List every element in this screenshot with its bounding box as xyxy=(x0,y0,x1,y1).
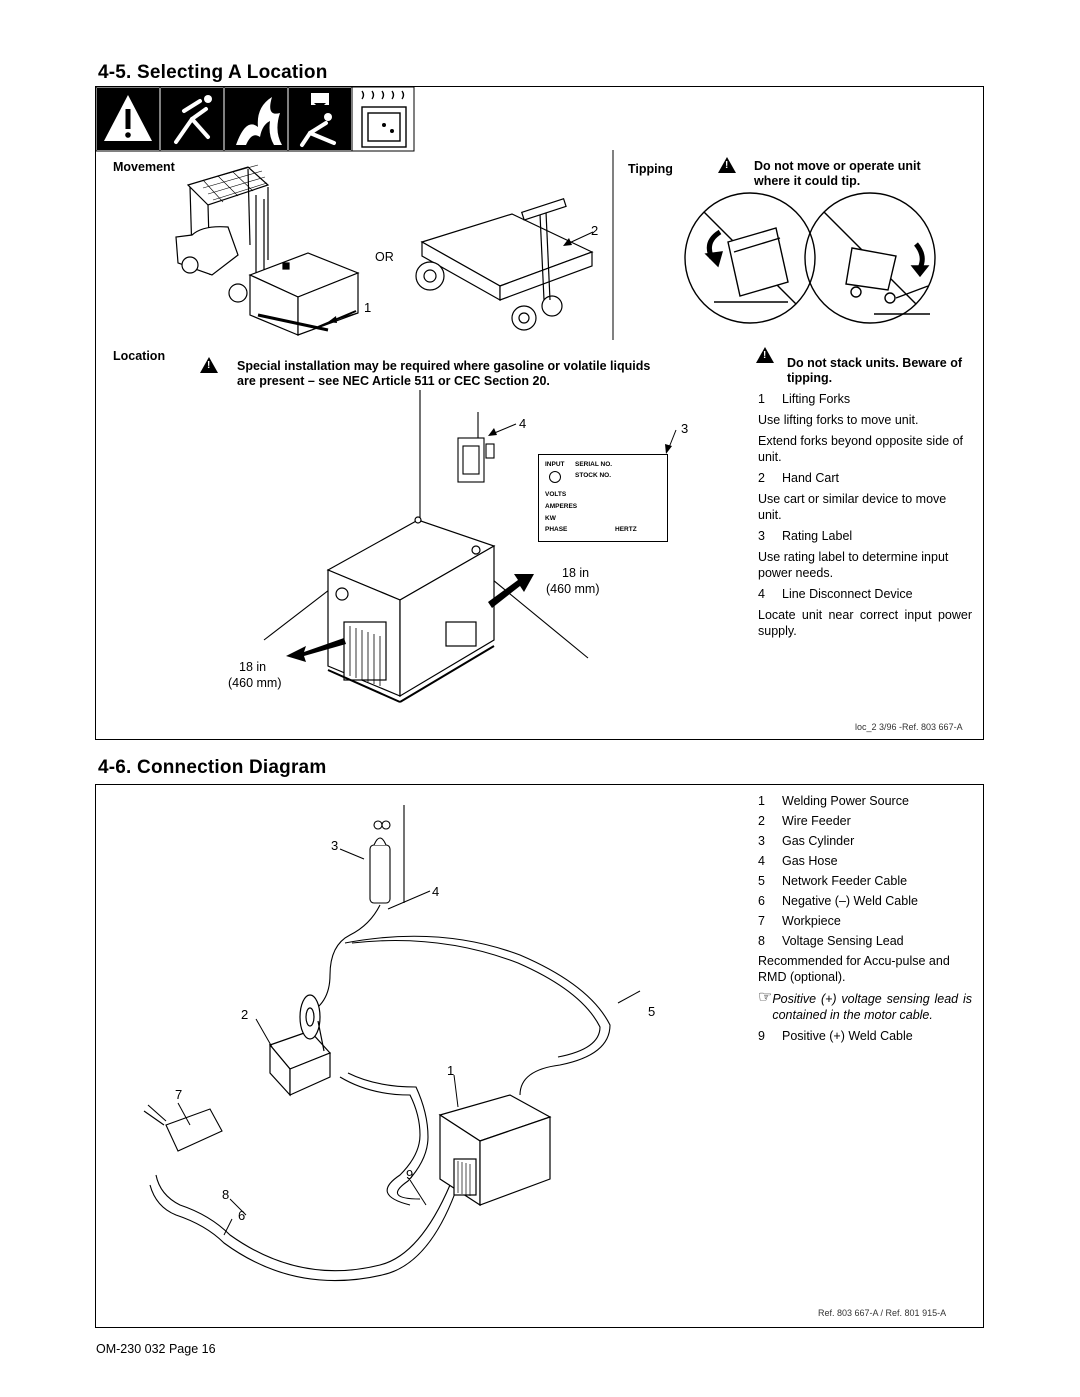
hand-cart-illustration xyxy=(415,198,594,331)
voltage-sense-note: ☞ Positive (+) voltage sensing lead is c… xyxy=(758,989,972,1023)
rating-serial: SERIAL NO. xyxy=(575,461,613,468)
no-tipping-illustration xyxy=(684,192,936,324)
forklift-illustration xyxy=(175,164,360,336)
location-illustration xyxy=(263,390,589,703)
rating-input-symbol xyxy=(549,471,561,483)
callout-arrow-3 xyxy=(665,429,677,454)
rating-phase: PHASE xyxy=(545,526,568,533)
hazard-icons xyxy=(95,86,415,152)
rating-stock: STOCK NO. xyxy=(575,472,611,479)
section-divider xyxy=(612,150,614,340)
rating-amperes: AMPERES xyxy=(545,503,578,510)
location-warning-icon: ! xyxy=(200,357,218,378)
movement-label: Movement xyxy=(113,160,175,174)
callout-5-network: 5 xyxy=(648,1004,656,1019)
callout-9-positive: 9 xyxy=(406,1167,414,1182)
rating-input: INPUT xyxy=(545,461,565,468)
callout-2-feeder: 2 xyxy=(241,1007,249,1022)
connection-ref: Ref. 803 667-A / Ref. 801 915-A xyxy=(818,1308,947,1318)
location-ref: loc_2 3/96 -Ref. 803 667-A xyxy=(855,722,963,732)
clearance-right-mm: (460 mm) xyxy=(546,582,600,596)
callout-3-location: 3 xyxy=(681,421,689,436)
section-title-connection: 4-6. Connection Diagram xyxy=(98,757,327,778)
callout-2-movement: 2 xyxy=(591,223,599,238)
legend-text-4: Locate unit near correct input power sup… xyxy=(758,608,972,638)
legend-text-1b: Extend forks beyond opposite side of uni… xyxy=(758,434,963,464)
clearance-right-in: 18 in xyxy=(562,566,590,580)
tipping-warning: Do not move or operate unit where it cou… xyxy=(754,159,921,188)
callout-4-location: 4 xyxy=(519,416,527,431)
legend-text-3: Use rating label to determine input powe… xyxy=(758,550,949,580)
hazard-icon-strip xyxy=(95,86,415,152)
tipping-warning-icon: ! xyxy=(718,157,736,178)
location-warning: Special installation may be required whe… xyxy=(237,359,651,388)
callout-1-movement: 1 xyxy=(364,300,372,315)
legend-text-2: Use cart or similar device to move unit. xyxy=(758,492,947,522)
clearance-left-in: 18 in xyxy=(239,660,267,674)
stack-warning: Do not stack units. Beware of tipping. xyxy=(787,356,963,385)
clearance-left-mm: (460 mm) xyxy=(228,676,282,690)
recommended-note: Recommended for Accu-pulse and RMD (opti… xyxy=(758,954,950,984)
location-label: Location xyxy=(113,349,166,363)
callout-4-hose: 4 xyxy=(432,884,440,899)
stack-warning-icon: ! xyxy=(756,347,774,368)
callout-7-workpiece: 7 xyxy=(175,1087,183,1102)
rating-kw: KW xyxy=(545,515,556,522)
callout-arrow-1 xyxy=(328,312,359,323)
page-footer: OM-230 032 Page 16 xyxy=(96,1342,216,1356)
rating-label-illustration: INPUT SERIAL NO. STOCK NO. VOLTS AMPERES… xyxy=(538,454,668,542)
connection-frame xyxy=(95,784,984,1328)
callout-3-cylinder: 3 xyxy=(331,838,339,853)
callout-1-source: 1 xyxy=(447,1063,455,1078)
legend-text-1: Use lifting forks to move unit. xyxy=(758,413,919,427)
callout-arrow-4 xyxy=(488,423,517,436)
tipping-label: Tipping xyxy=(628,162,673,176)
clearance-arrow-left xyxy=(286,638,346,662)
rating-volts: VOLTS xyxy=(545,491,567,498)
location-frame xyxy=(95,86,984,740)
callout-6-negative: 6 xyxy=(238,1208,246,1223)
pointing-hand-icon: ☞ xyxy=(758,989,773,1006)
rating-hertz: HERTZ xyxy=(615,526,637,533)
section-title-location: 4-5. Selecting A Location xyxy=(98,62,328,83)
clearance-arrow-right xyxy=(488,574,534,608)
connection-illustration xyxy=(143,805,641,1282)
callout-arrow-2 xyxy=(563,231,594,246)
or-label: OR xyxy=(375,250,394,264)
callout-8-sense: 8 xyxy=(222,1187,230,1202)
